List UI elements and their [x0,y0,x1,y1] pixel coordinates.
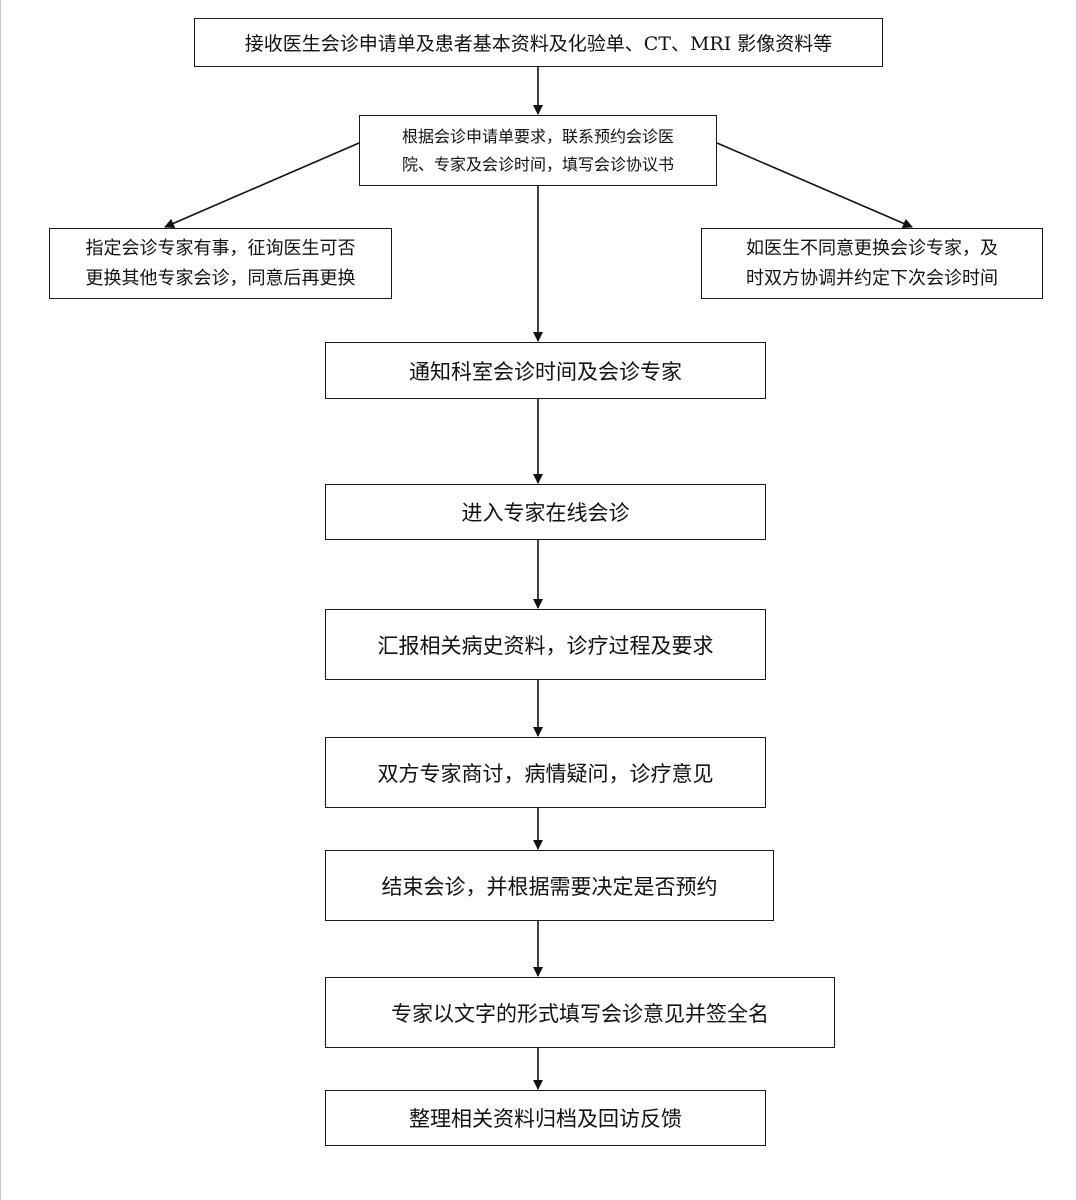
step-end-text: 结束会诊，并根据需要决定是否预约 [381,874,718,899]
arrow-contact-to-left [164,142,360,229]
step-receive-text: 接收医生会诊申请单及患者基本资料及化验单、CT、MRI 影像资料等 [244,33,833,55]
step-enter-text: 进入专家在线会诊 [461,501,630,525]
step-contact-box: 根据会诊申请单要求，联系预约会诊医 院、专家及会诊时间，填写会诊协议书 [359,115,717,186]
arrow-contact-to-right [716,142,913,229]
step-archive-text: 整理相关资料归档及回访反馈 [409,1107,682,1131]
step-discuss-box: 双方专家商讨，病情疑问，诊疗意见 [325,737,766,808]
step-notify-box: 通知科室会诊时间及会诊专家 [325,342,766,399]
branch-reschedule-line2: 时双方协调并约定下次会诊时间 [746,267,998,289]
step-write-text: 专家以文字的形式填写会诊意见并签全名 [391,1001,769,1026]
branch-change-expert-line1: 指定会诊专家有事，征询医生可否 [85,237,356,259]
step-contact-line1: 根据会诊申请单要求，联系预约会诊医 [401,126,674,146]
step-end-box: 结束会诊，并根据需要决定是否预约 [325,850,774,921]
step-notify-text: 通知科室会诊时间及会诊专家 [409,359,682,384]
step-discuss-text: 双方专家商讨，病情疑问，诊疗意见 [377,761,714,786]
step-contact-line2: 院、专家及会诊时间，填写会诊协议书 [401,154,674,174]
branch-reschedule-box: 如医生不同意更换会诊专家，及 时双方协调并约定下次会诊时间 [701,228,1043,299]
branch-change-expert-line2: 更换其他专家会诊，同意后再更换 [85,267,356,289]
step-archive-box: 整理相关资料归档及回访反馈 [325,1090,766,1146]
step-receive-box: 接收医生会诊申请单及患者基本资料及化验单、CT、MRI 影像资料等 [194,18,883,67]
step-enter-box: 进入专家在线会诊 [325,484,766,540]
step-report-text: 汇报相关病史资料，诊疗过程及要求 [377,633,714,658]
step-report-box: 汇报相关病史资料，诊疗过程及要求 [325,609,766,680]
branch-reschedule-line1: 如医生不同意更换会诊专家，及 [746,237,998,259]
step-write-box: 专家以文字的形式填写会诊意见并签全名 [325,977,835,1048]
branch-change-expert-box: 指定会诊专家有事，征询医生可否 更换其他专家会诊，同意后再更换 [49,228,392,299]
